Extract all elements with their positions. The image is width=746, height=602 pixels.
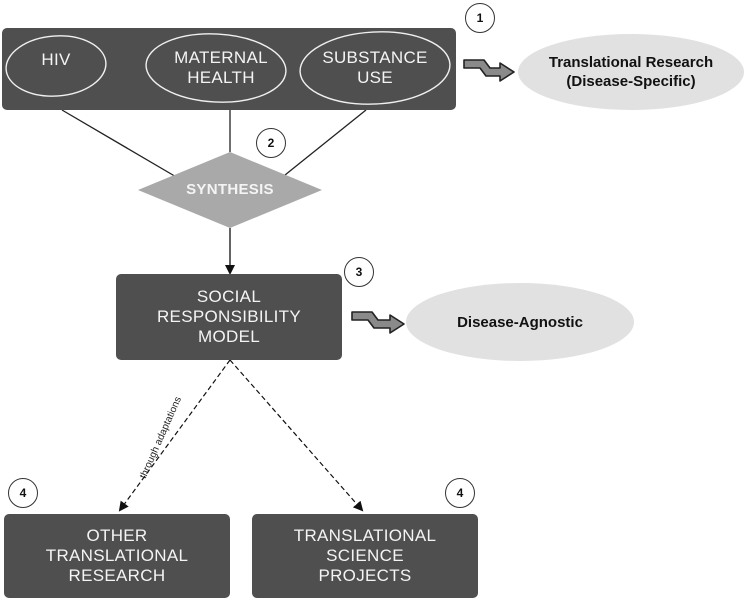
topic-hiv: HIV bbox=[41, 50, 71, 69]
social-responsibility-model-label: SOCIAL RESPONSIBILITY MODEL bbox=[156, 287, 302, 346]
arrow-model-other-research bbox=[118, 359, 231, 512]
maternal-health-outline bbox=[145, 33, 287, 103]
connector-hiv-synthesis bbox=[61, 109, 179, 179]
hiv-outline bbox=[5, 35, 107, 97]
translational-science-projects-label: TRANSLATIONAL SCIENCE PROJECTS bbox=[293, 526, 437, 585]
step-number-2: 2 bbox=[256, 128, 286, 158]
other-translational-research-box: OTHER TRANSLATIONAL RESEARCH bbox=[4, 514, 230, 598]
step-number-3: 3 bbox=[344, 257, 374, 287]
synthesis-diamond bbox=[138, 152, 322, 228]
social-responsibility-model-box: SOCIAL RESPONSIBILITY MODEL bbox=[116, 274, 342, 360]
substance-use-outline bbox=[299, 31, 451, 105]
translational-research-ellipse: Translational Research (Disease-Specific… bbox=[518, 34, 744, 110]
disease-topics-box bbox=[2, 28, 456, 110]
step-number-4-left: 4 bbox=[8, 478, 38, 508]
arrow-model-science-projects bbox=[229, 359, 364, 512]
disease-agnostic-ellipse: Disease-Agnostic bbox=[406, 283, 634, 361]
other-translational-research-label: OTHER TRANSLATIONAL RESEARCH bbox=[45, 526, 189, 585]
translational-science-projects-box: TRANSLATIONAL SCIENCE PROJECTS bbox=[252, 514, 478, 598]
topic-substance-use: SUBSTANCE USE bbox=[322, 48, 428, 87]
squiggle-arrow-1 bbox=[463, 59, 515, 82]
step-number-4-right: 4 bbox=[445, 478, 475, 508]
squiggle-arrow-3 bbox=[351, 311, 405, 334]
step-number-1: 1 bbox=[465, 3, 495, 33]
synthesis-label: SYNTHESIS bbox=[186, 181, 274, 198]
topic-maternal-health: MATERNAL HEALTH bbox=[174, 48, 268, 87]
connector-substance-synthesis bbox=[284, 109, 367, 176]
